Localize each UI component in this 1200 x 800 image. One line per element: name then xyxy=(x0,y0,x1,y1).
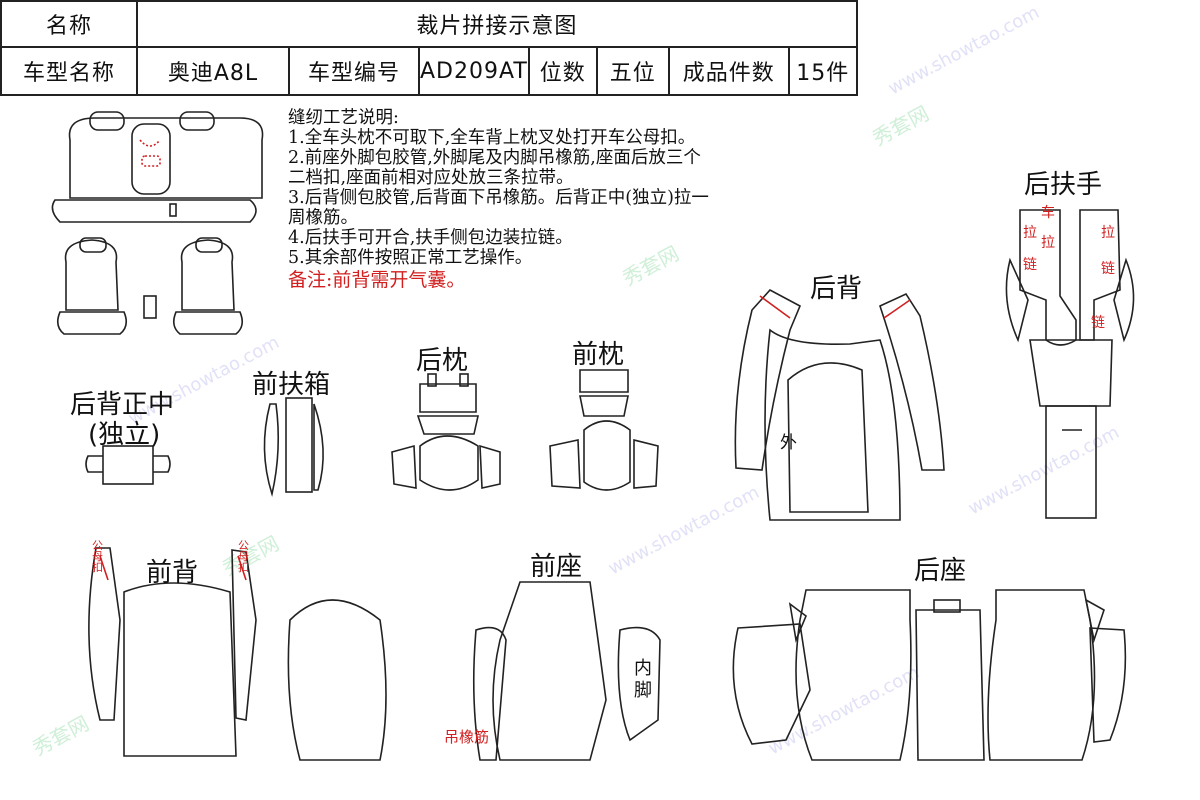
name-label-cell: 名称 xyxy=(0,0,138,48)
model-code-label-cell: 车型编号 xyxy=(288,46,420,96)
zip-mark: 拉 xyxy=(1041,235,1055,251)
label-rear-back: 后背 xyxy=(810,274,863,304)
sewing-notes: 缝纫工艺说明: 1.全车头枕不可取下,全车背上枕叉处打开车公母扣。 2.前座外脚… xyxy=(288,108,858,290)
annotation-snap-left: 公母扣 xyxy=(92,539,103,574)
label-rear-back-center-2: (独立) xyxy=(88,420,161,450)
notes-remark: 备注:前背需开气囊。 xyxy=(288,269,466,291)
notes-line-4: 3.后背侧包胶管,后背面下吊橡筋。后背正中(独立)拉一 xyxy=(288,188,709,208)
seats-label-cell: 位数 xyxy=(527,46,598,96)
zip-mark: 拉 xyxy=(1101,225,1115,241)
header-table: 名称 裁片拼接示意图 车型名称 奥迪A8L 车型编号 AD209AT 位数 五位… xyxy=(0,0,858,96)
label-rear-headrest: 后枕 xyxy=(416,346,469,376)
zip-mark: 链 xyxy=(1091,315,1105,331)
front-seat-pieces xyxy=(472,581,661,761)
label-front-headrest: 前枕 xyxy=(572,340,625,370)
notes-line-5: 周橡筋。 xyxy=(288,208,358,228)
front-console-pieces xyxy=(263,397,324,498)
model-code-cell: AD209AT xyxy=(418,46,530,96)
rear-back-pieces xyxy=(734,288,945,521)
pieces-cell: 15件 xyxy=(787,46,858,96)
front-headrest-pieces xyxy=(549,369,659,491)
label-rear-armrest: 后扶手 xyxy=(1024,170,1103,200)
notes-line-7: 5.其余部件按照正常工艺操作。 xyxy=(288,248,533,268)
model-name-label-cell: 车型名称 xyxy=(0,46,138,96)
annotation-elastic: 吊橡筋 xyxy=(444,728,490,746)
notes-heading: 缝纫工艺说明: xyxy=(288,108,399,128)
notes-line-3: 二档扣,座面前相对应处放三条拉带。 xyxy=(288,168,574,188)
title-cell: 裁片拼接示意图 xyxy=(136,0,858,48)
rear-seat-pieces xyxy=(732,589,1127,761)
zip-mark: 车 xyxy=(1041,205,1055,221)
label-front-seat: 前座 xyxy=(530,552,583,582)
rear-headrest-pieces xyxy=(391,373,501,491)
zip-mark: 链 xyxy=(1023,257,1037,273)
annotation-inner-leg-1: 内 xyxy=(634,658,652,679)
rear-armrest-pieces xyxy=(1005,209,1135,519)
zip-mark: 拉 xyxy=(1023,225,1037,241)
seats-cell: 五位 xyxy=(595,46,670,96)
label-rear-back-center-1: 后背正中 xyxy=(70,390,175,420)
annotation-snap-right: 公母扣 xyxy=(238,539,249,574)
front-back-pieces xyxy=(88,547,387,761)
notes-line-2: 2.前座外脚包胶管,外脚尾及内脚吊橡筋,座面后放三个 xyxy=(288,148,701,168)
label-rear-seat: 后座 xyxy=(914,556,967,586)
pieces-label-cell: 成品件数 xyxy=(667,46,790,96)
seat-overview-icon xyxy=(51,111,264,335)
model-name-cell: 奥迪A8L xyxy=(136,46,290,96)
zip-mark: 链 xyxy=(1101,261,1115,277)
notes-line-1: 1.全车头枕不可取下,全车背上枕叉处打开车公母扣。 xyxy=(288,128,696,148)
annotation-inner-leg-2: 脚 xyxy=(634,680,652,701)
label-front-back: 前背 xyxy=(146,558,199,588)
notes-line-6: 4.后扶手可开合,扶手侧包边装拉链。 xyxy=(288,228,573,248)
rear-back-center-piece xyxy=(85,445,171,485)
label-front-console: 前扶箱 xyxy=(252,370,331,400)
annotation-outer: 外 xyxy=(780,433,797,453)
